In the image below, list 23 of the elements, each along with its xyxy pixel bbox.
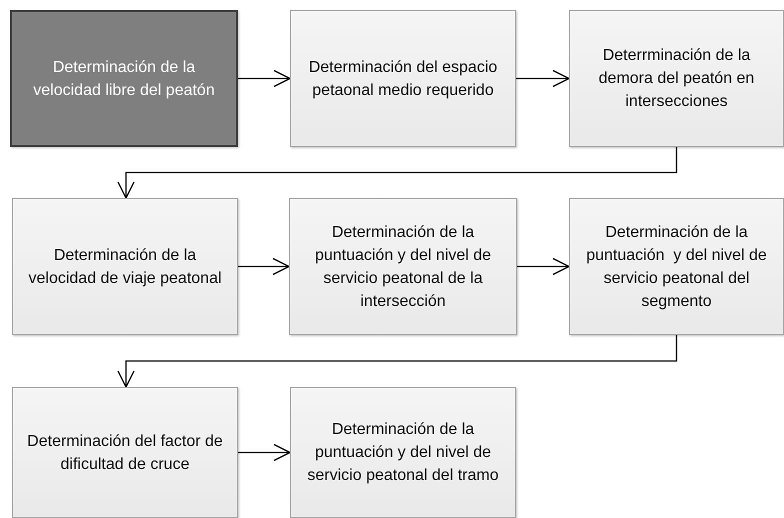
step-text: Determinación de la puntuación y del nivel de servicio peatonal del segmento: [585, 222, 768, 312]
step-text: Deterrminación de la demora del peatón en intersecciones: [598, 46, 756, 112]
process-box: [569, 198, 784, 335]
process-box: [12, 198, 238, 335]
process-box: [569, 10, 784, 147]
process-box: [12, 387, 238, 518]
process-box: [290, 10, 516, 147]
arrow: [238, 444, 291, 462]
step-text: Determinación del espacio petaonal medio requerido: [308, 58, 498, 100]
process-box: [289, 198, 517, 335]
arrow: [238, 70, 291, 88]
arrow: [117, 147, 678, 199]
step-text: Determinación de la puntuación y del nivel de servicio peatonal de la intersección: [314, 222, 492, 312]
step-text: Determinación del factor de dificultad de cruce: [26, 432, 224, 474]
arrow: [517, 258, 570, 276]
arrow: [117, 335, 678, 388]
step-text: Determinación de la velocidad libre del peatón: [32, 58, 216, 100]
step-text: Determinación de la puntuación y del nivel de servicio peatonal del tramo: [306, 420, 500, 486]
process-box: [290, 387, 516, 518]
step-text: Determinación de la velocidad de viaje peatonal: [27, 246, 223, 288]
arrow: [516, 70, 570, 88]
process-box: [10, 10, 238, 147]
arrow: [238, 258, 290, 276]
